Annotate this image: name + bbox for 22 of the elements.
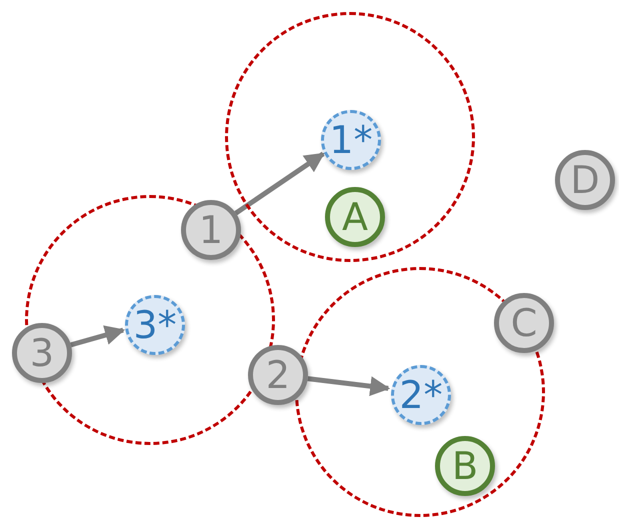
circle-node (494, 293, 554, 353)
node-label: 3 (30, 334, 54, 372)
dashed-circle (295, 267, 545, 517)
node-label: 3* (133, 306, 177, 344)
circle-node (391, 365, 451, 425)
circle-node (125, 295, 185, 355)
node-label: 1 (198, 211, 224, 249)
arrow (307, 376, 390, 396)
node-label: 2* (399, 376, 443, 414)
circle-node (435, 436, 495, 496)
node-label: 1* (329, 121, 373, 159)
node-label: 2 (266, 356, 290, 394)
circle-node (325, 187, 385, 247)
circle-node (555, 150, 615, 210)
node-label: A (342, 198, 368, 236)
circle-node (248, 345, 308, 405)
circle-node (321, 110, 381, 170)
arrow (70, 325, 126, 348)
node-label: B (452, 447, 478, 485)
circle-node (12, 323, 72, 383)
node-label: D (570, 161, 600, 199)
node-label: C (510, 304, 538, 342)
